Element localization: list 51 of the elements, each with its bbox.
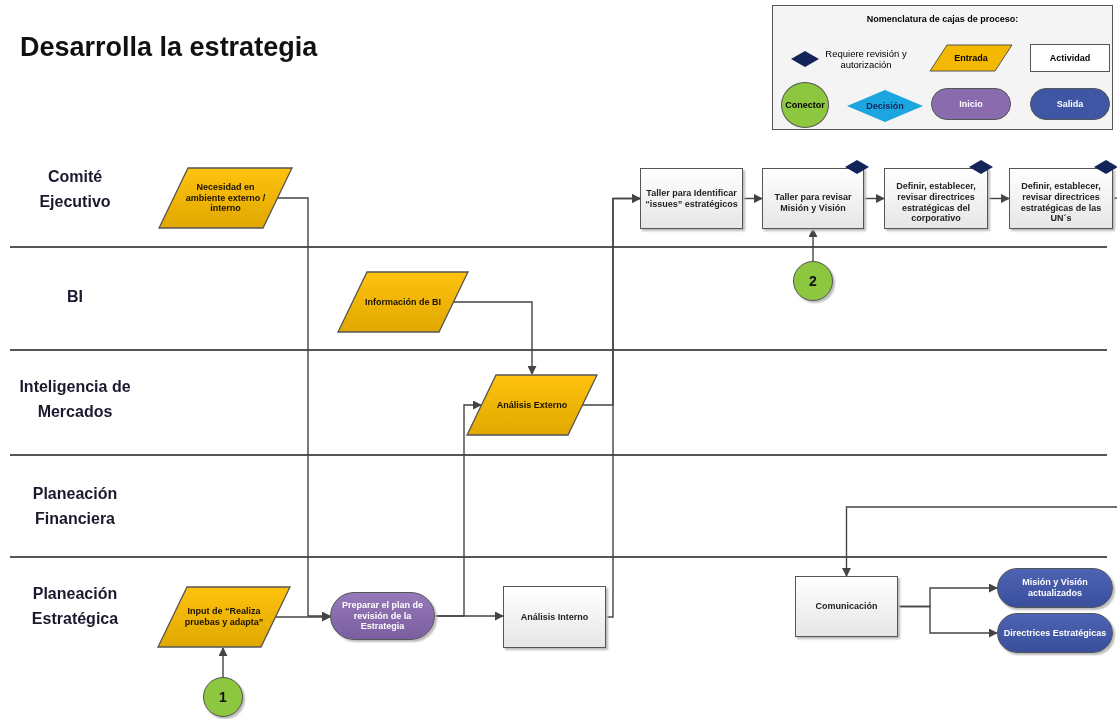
input-parallelogram <box>466 374 598 436</box>
node-text: Preparar el plan de revisión de la Estrategia <box>340 599 424 633</box>
connector-circle <box>203 677 243 717</box>
arrow <box>842 506 1117 577</box>
input-parallelogram <box>337 271 469 333</box>
node-text: 2 <box>808 272 818 290</box>
activity-box <box>503 586 606 648</box>
arrow <box>863 194 885 203</box>
node-text: 1 <box>218 688 228 706</box>
lane-label: Planeación Estratégica <box>30 584 120 629</box>
title: Desarrolla la estrategia <box>20 32 318 63</box>
legend-swatch: Entrada <box>929 44 1013 72</box>
arrow <box>987 194 1010 203</box>
arrow <box>742 194 763 203</box>
node-text: Necesidad en ambiente externo / interno <box>184 181 267 215</box>
arrow <box>218 647 228 678</box>
legend-swatch: Actividad <box>1030 44 1110 72</box>
activity-box <box>640 168 743 229</box>
legend-text: Requiere revisión y autorización <box>824 47 908 71</box>
legend-title: Nomenclatura de cajas de proceso: <box>865 14 1020 24</box>
node-text: Input de “Realiza pruebas y adapta” <box>183 606 265 628</box>
arrow <box>453 301 537 375</box>
connector-circle <box>793 261 833 301</box>
legend-swatch: Salida <box>1030 88 1110 120</box>
lane-label: BI <box>66 287 84 307</box>
node-text: Misión y Visión actualizados <box>1021 577 1089 599</box>
arrow <box>897 605 998 638</box>
node-text: Análisis Externo <box>495 399 569 411</box>
arrow <box>605 194 641 618</box>
node-text: Definir, establecer, revisar directrices estratégicas del corporativo <box>895 179 977 225</box>
lane-label: Inteligencia de Mercados <box>18 377 132 422</box>
input-parallelogram <box>158 167 293 229</box>
output-terminator <box>997 568 1113 608</box>
arrow <box>434 611 504 621</box>
input-parallelogram <box>157 586 291 648</box>
node-text: Taller para revisar Misión y Visión <box>773 190 853 214</box>
lane-label: Comité Ejecutivo <box>38 167 112 212</box>
node-text: Directrices Estratégicas <box>1002 627 1108 639</box>
arrow <box>808 228 818 262</box>
activity-box <box>795 576 898 637</box>
lane-label: Planeación Financiera <box>31 484 119 529</box>
node-text: Taller para Identificar “issues” estratégicos <box>644 187 739 210</box>
node-text: Definir, establecer, revisar directrices estratégicas de las UN´s <box>1019 179 1103 225</box>
node-text: Análisis Interno <box>519 611 590 623</box>
output-terminator <box>997 613 1113 653</box>
node-text: Información de BI <box>364 296 442 308</box>
legend-swatch: Inicio <box>931 88 1011 120</box>
node-text: Comunicación <box>814 601 879 612</box>
legend-swatch: Decisión <box>847 90 923 122</box>
start-terminator <box>330 592 435 640</box>
legend-swatch: Conector <box>781 82 829 128</box>
